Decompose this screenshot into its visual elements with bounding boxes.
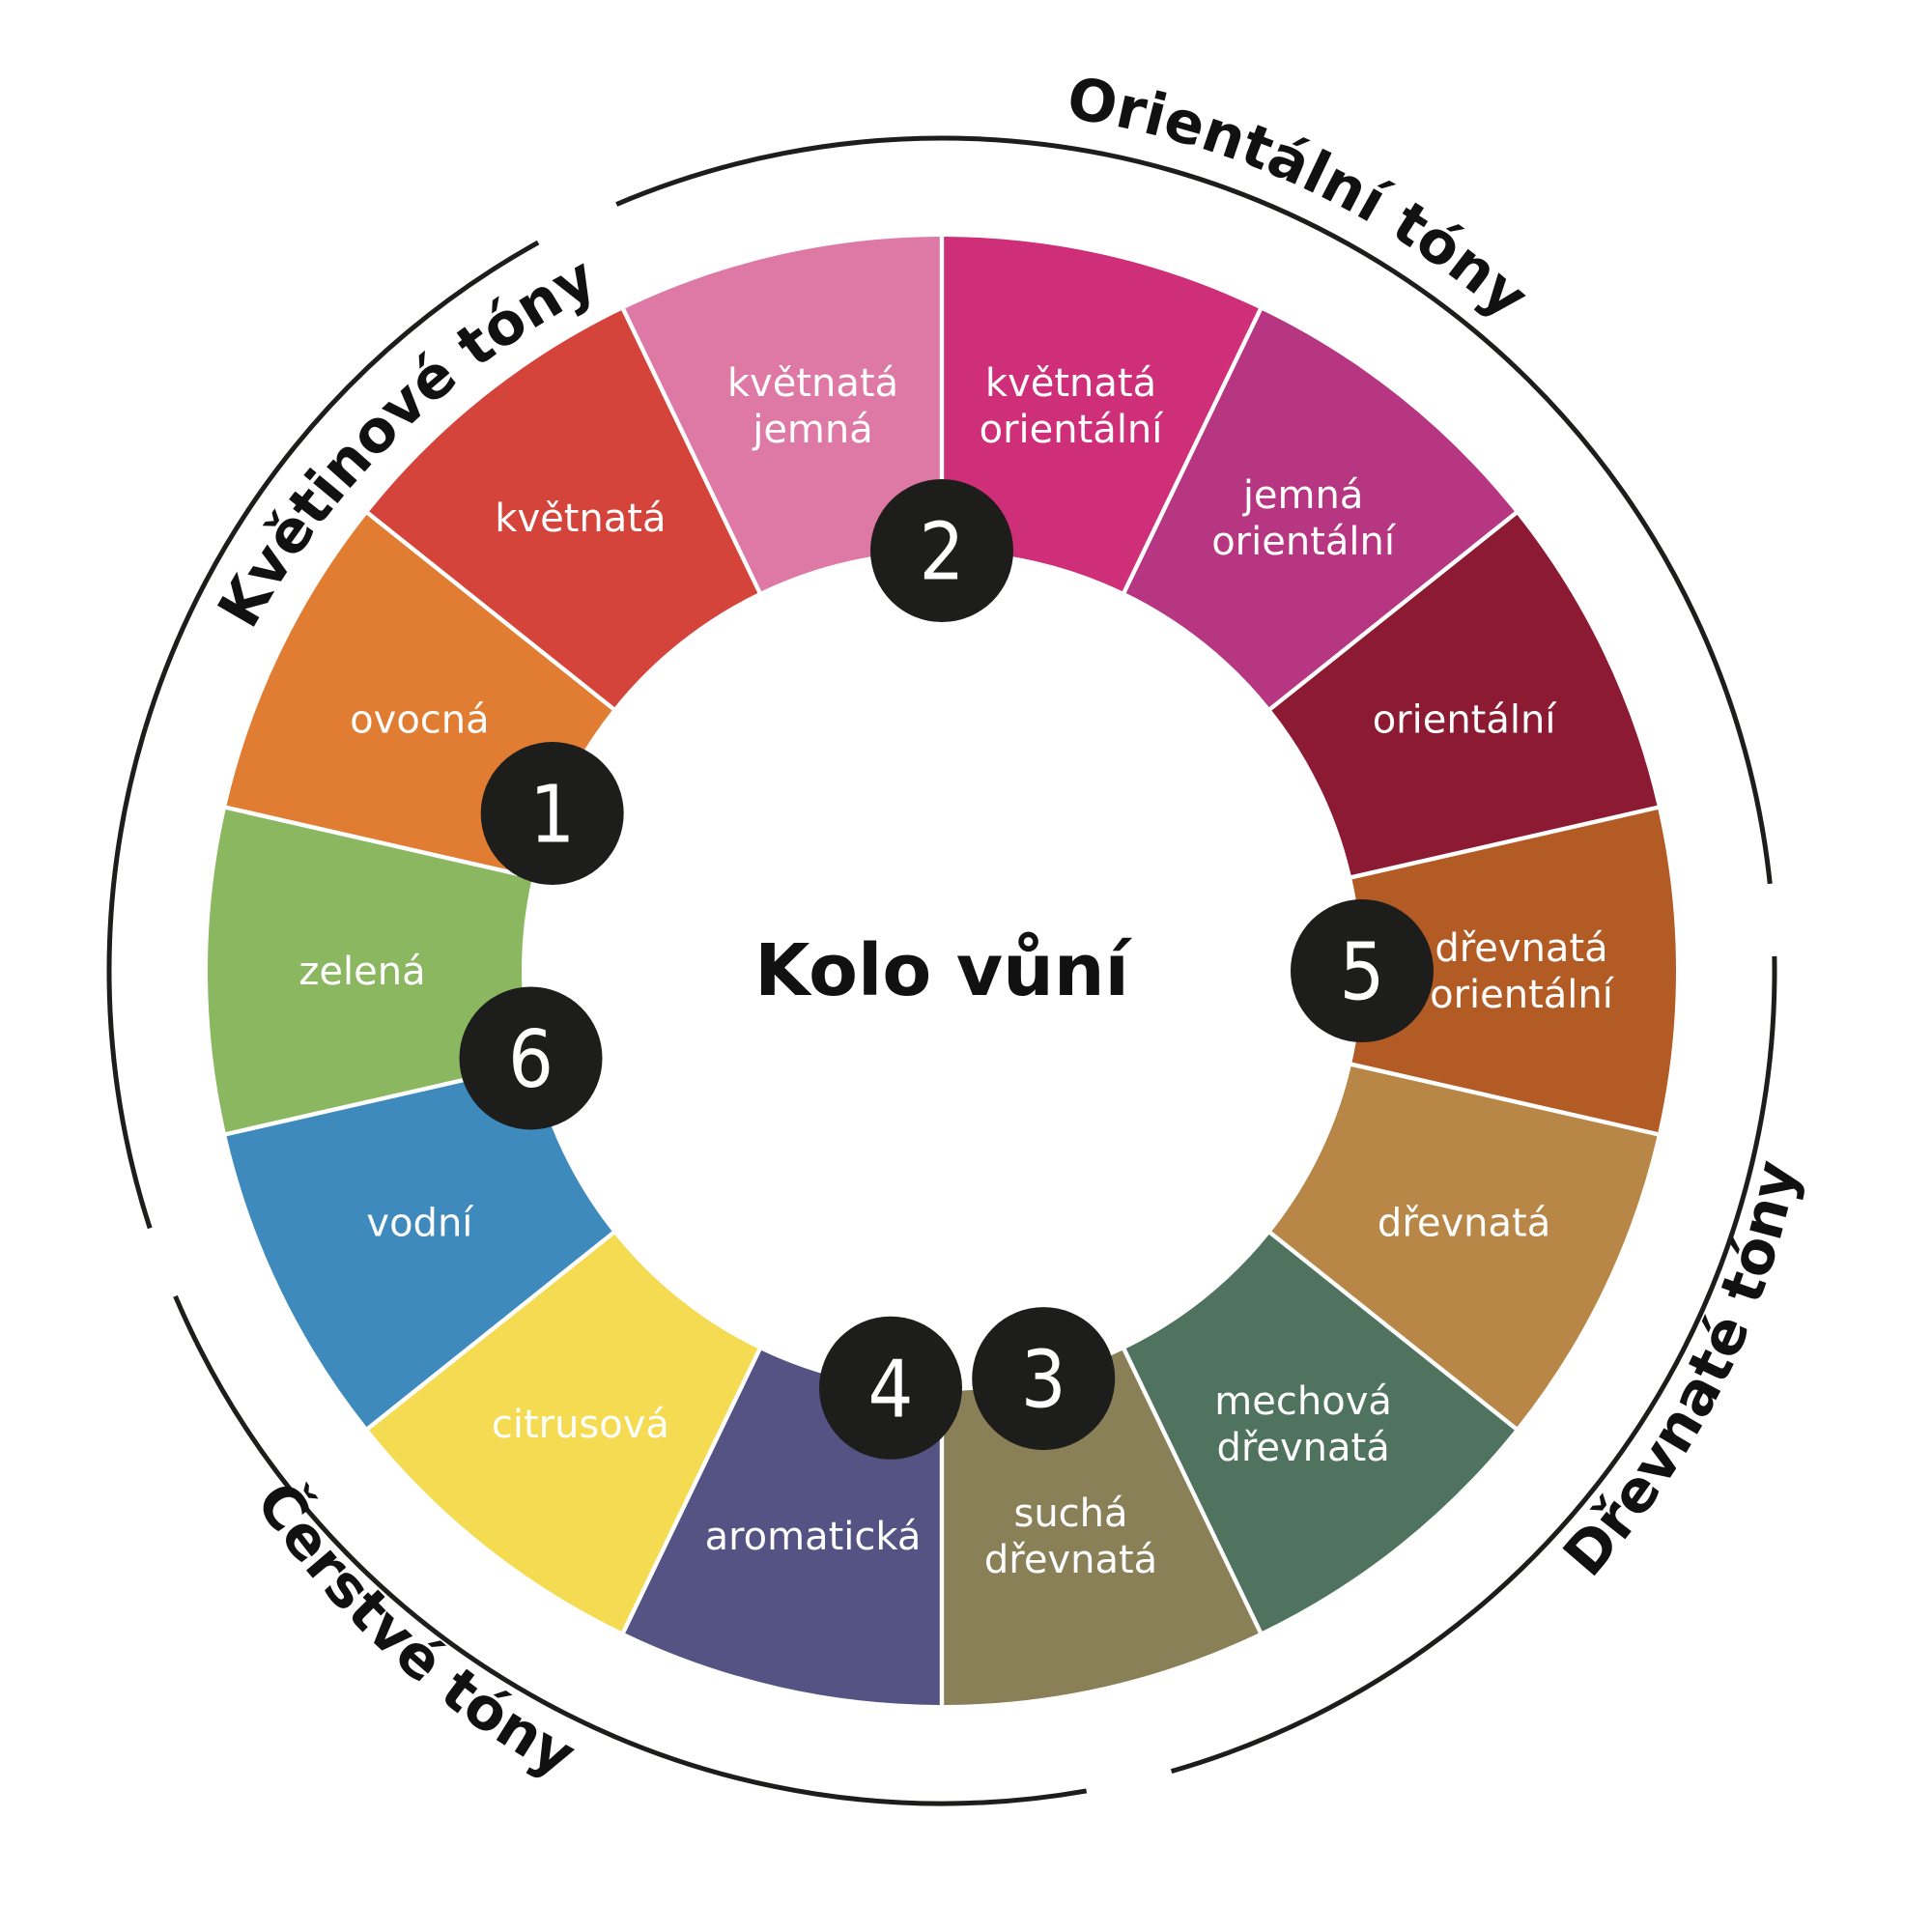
outer-ring-arc bbox=[1170, 955, 1777, 1775]
number-badge-circle bbox=[459, 986, 603, 1130]
outer-ring-arc bbox=[143, 240, 540, 728]
wheel-segment bbox=[1125, 310, 1515, 708]
number-badge-label: 4 bbox=[868, 1344, 914, 1435]
outer-ring-arc bbox=[106, 726, 153, 1230]
segment-label: citrusová bbox=[492, 1403, 669, 1447]
number-badge-circle bbox=[480, 742, 624, 886]
number-badge-circle bbox=[972, 1307, 1116, 1451]
number-badge: 1 bbox=[480, 742, 624, 886]
number-badge-label: 3 bbox=[1021, 1335, 1066, 1427]
segment-label: květnatá bbox=[495, 497, 666, 541]
badges: 1 2 3 4 5 6 bbox=[459, 479, 1434, 1460]
wheel-segment bbox=[1125, 1234, 1515, 1632]
outer-ring-arc bbox=[173, 1294, 1088, 1806]
outer-ring-arc bbox=[615, 135, 1773, 885]
segments bbox=[208, 237, 1676, 1705]
wheel-segment bbox=[1271, 1065, 1658, 1428]
wheel-title: Kolo vůní bbox=[754, 929, 1132, 1012]
wheel-segment bbox=[369, 310, 758, 708]
wheel-segment bbox=[208, 810, 532, 1132]
number-badge-label: 2 bbox=[920, 507, 965, 599]
number-badge-label: 6 bbox=[508, 1014, 554, 1106]
segment-label: zelená bbox=[298, 950, 425, 994]
number-badge-label: 1 bbox=[529, 770, 575, 862]
number-badge-circle bbox=[870, 479, 1013, 622]
wheel-segment bbox=[944, 237, 1259, 592]
number-badge: 2 bbox=[870, 479, 1013, 622]
segment-label: ovocná bbox=[350, 698, 489, 743]
number-badge-label: 5 bbox=[1340, 927, 1385, 1019]
number-badge: 5 bbox=[1291, 899, 1434, 1042]
segment-label: vodní bbox=[366, 1201, 474, 1245]
wheel-segment bbox=[1351, 810, 1676, 1132]
wheel-segment bbox=[226, 1065, 612, 1428]
segment-label: aromatická bbox=[705, 1515, 922, 1559]
wheel-segment bbox=[369, 1234, 758, 1632]
wheel-segment bbox=[1271, 514, 1658, 876]
outer-ring bbox=[106, 135, 1777, 1806]
number-badge-circle bbox=[818, 1316, 962, 1460]
wheel-segment bbox=[625, 237, 940, 592]
number-badge: 4 bbox=[818, 1316, 962, 1460]
segment-label: orientální bbox=[1373, 698, 1558, 743]
segment-label: dřevnatá bbox=[1378, 1201, 1550, 1245]
number-badge-circle bbox=[1291, 899, 1434, 1042]
number-badge: 3 bbox=[972, 1307, 1116, 1451]
number-badge: 6 bbox=[459, 986, 603, 1130]
